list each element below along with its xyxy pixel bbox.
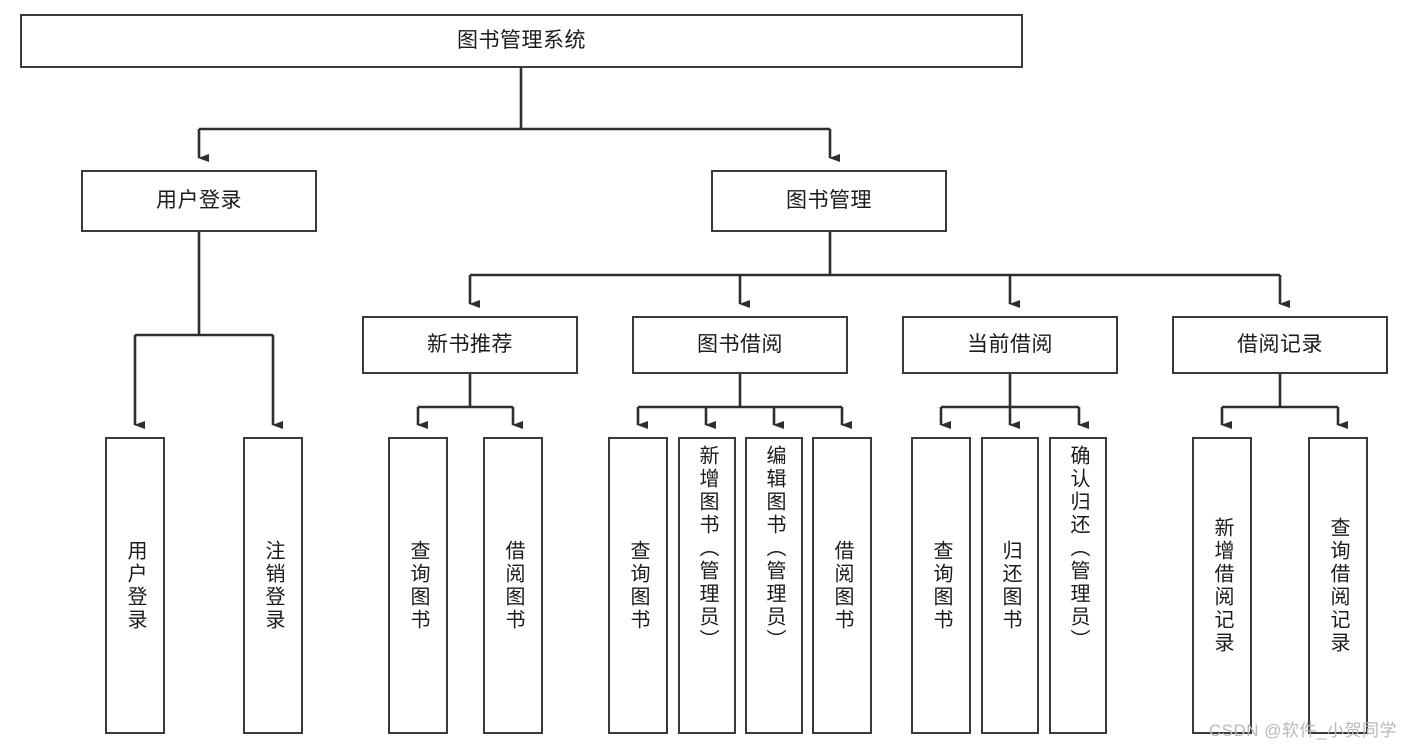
node-book-borrow[interactable]: 图书借阅 [632, 316, 848, 374]
node-leaf-query-book-3-label: 查询图书 [930, 539, 952, 632]
node-leaf-user-login-label: 用户登录 [124, 539, 146, 632]
node-borrow-records-label: 借阅记录 [1237, 332, 1323, 356]
node-leaf-borrow-book-1[interactable]: 借阅图书 [483, 437, 543, 734]
node-root[interactable]: 图书管理系统 [20, 14, 1023, 68]
node-leaf-add-book-label: 新增图书（管理员） [696, 445, 718, 652]
node-leaf-user-login[interactable]: 用户登录 [105, 437, 165, 734]
node-current-borrow[interactable]: 当前借阅 [902, 316, 1118, 374]
node-leaf-query-book-2[interactable]: 查询图书 [608, 437, 668, 734]
node-book-management-label: 图书管理 [786, 188, 872, 212]
node-leaf-query-book-2-label: 查询图书 [627, 539, 649, 632]
node-leaf-query-book-3[interactable]: 查询图书 [911, 437, 971, 734]
node-leaf-confirm-return[interactable]: 确认归还（管理员） [1049, 437, 1107, 734]
node-leaf-confirm-return-label: 确认归还（管理员） [1067, 445, 1089, 652]
node-leaf-add-record-label: 新增借阅记录 [1211, 516, 1233, 655]
node-user-login[interactable]: 用户登录 [81, 170, 317, 232]
node-leaf-query-record[interactable]: 查询借阅记录 [1308, 437, 1368, 734]
node-leaf-return-book[interactable]: 归还图书 [981, 437, 1039, 734]
node-leaf-borrow-book-2-label: 借阅图书 [831, 539, 853, 632]
node-leaf-edit-book[interactable]: 编辑图书（管理员） [745, 437, 803, 734]
node-leaf-edit-book-label: 编辑图书（管理员） [763, 445, 785, 652]
node-new-book-recommend[interactable]: 新书推荐 [362, 316, 578, 374]
node-current-borrow-label: 当前借阅 [967, 332, 1053, 356]
node-book-borrow-label: 图书借阅 [697, 332, 783, 356]
node-leaf-add-record[interactable]: 新增借阅记录 [1192, 437, 1252, 734]
node-leaf-logout[interactable]: 注销登录 [243, 437, 303, 734]
node-new-book-recommend-label: 新书推荐 [427, 332, 513, 356]
watermark: CSDN @软件_小贺同学 [1208, 721, 1397, 740]
node-book-management[interactable]: 图书管理 [711, 170, 947, 232]
node-leaf-borrow-book-1-label: 借阅图书 [502, 539, 524, 632]
node-leaf-return-book-label: 归还图书 [999, 539, 1021, 632]
node-leaf-add-book[interactable]: 新增图书（管理员） [678, 437, 736, 734]
node-user-login-label: 用户登录 [156, 188, 242, 212]
node-leaf-logout-label: 注销登录 [262, 539, 284, 632]
node-root-label: 图书管理系统 [457, 28, 586, 52]
node-borrow-records[interactable]: 借阅记录 [1172, 316, 1388, 374]
node-leaf-query-book-1-label: 查询图书 [407, 539, 429, 632]
node-leaf-query-book-1[interactable]: 查询图书 [388, 437, 448, 734]
node-leaf-borrow-book-2[interactable]: 借阅图书 [812, 437, 872, 734]
node-leaf-query-record-label: 查询借阅记录 [1327, 516, 1349, 655]
